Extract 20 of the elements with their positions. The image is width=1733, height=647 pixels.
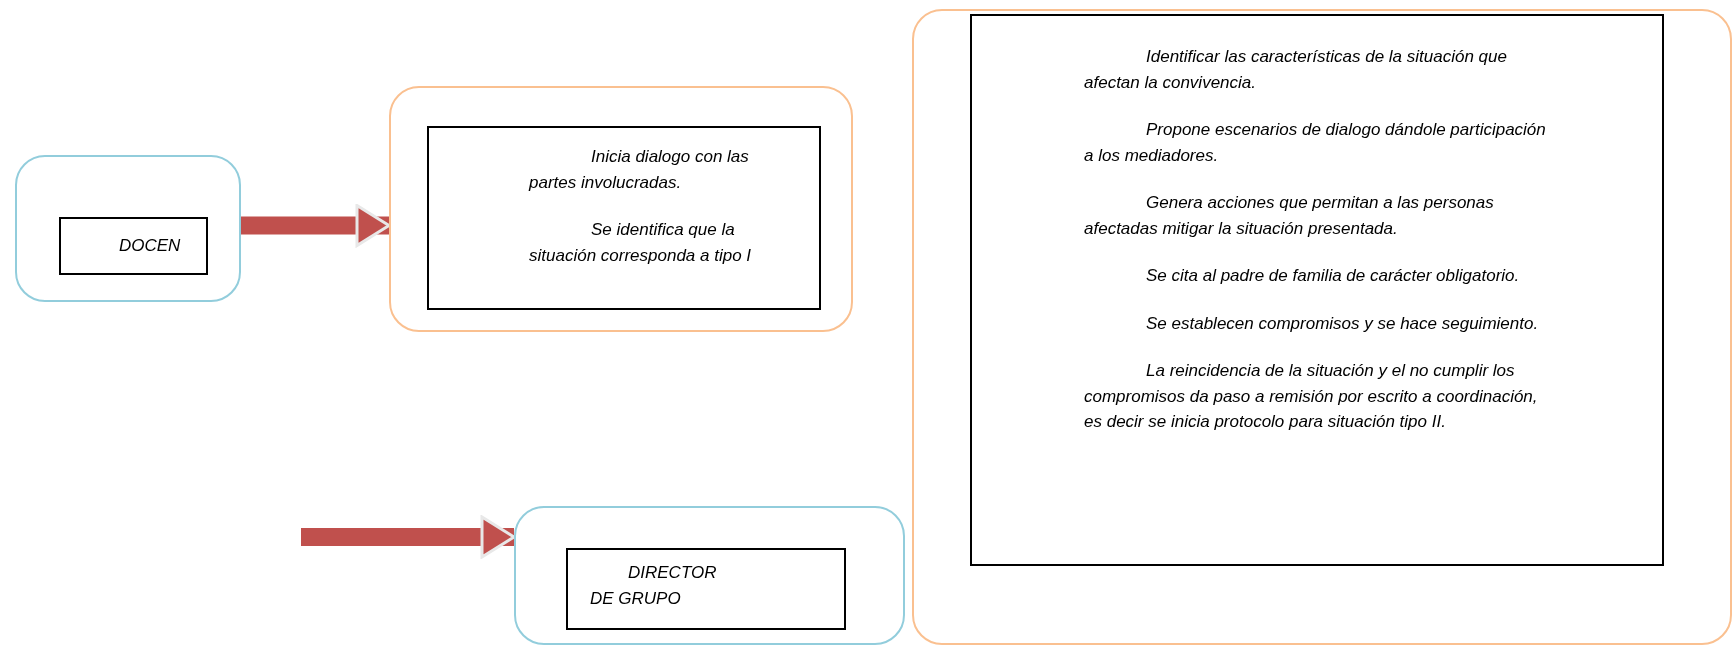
rounded-frame — [389, 86, 853, 332]
rounded-frame — [912, 9, 1732, 645]
text-paragraph: DOCEN — [119, 235, 182, 257]
text-box — [427, 126, 821, 310]
text-paragraph: Genera acciones que permitan a las personas afectadas mitigar la situación presentada. — [1084, 192, 1495, 240]
text-box — [59, 217, 208, 275]
block-arrow — [301, 515, 516, 559]
text-paragraph: Inicia dialogo con las partes involucradas. — [529, 146, 750, 194]
rounded-frame — [514, 506, 905, 645]
text-box — [566, 548, 846, 630]
text-paragraph: Se cita al padre de familia de carácter obligatorio. — [1145, 265, 1521, 287]
text-box — [970, 14, 1664, 566]
text-paragraph: Propone escenarios de dialogo dándole participación a los mediadores. — [1084, 119, 1547, 167]
text-paragraph: Identificar las características de la situación que afectan la convivencia. — [1084, 46, 1508, 94]
text-paragraph: Se establecen compromisos y se hace seguimiento. — [1145, 312, 1540, 335]
text-paragraph: La reincidencia de la situación y el no cumplir los compromisos da paso a remisión por escrito a coordinación, es decir se inicia protocolo para situación tipo II. — [1084, 360, 1539, 433]
block-arrow — [241, 204, 391, 248]
text-paragraph: Se identifica que la situación corresponda a tipo I — [529, 219, 753, 267]
text-paragraph: DIRECTOR DE GRUPO — [590, 562, 718, 610]
rounded-frame — [15, 155, 241, 302]
